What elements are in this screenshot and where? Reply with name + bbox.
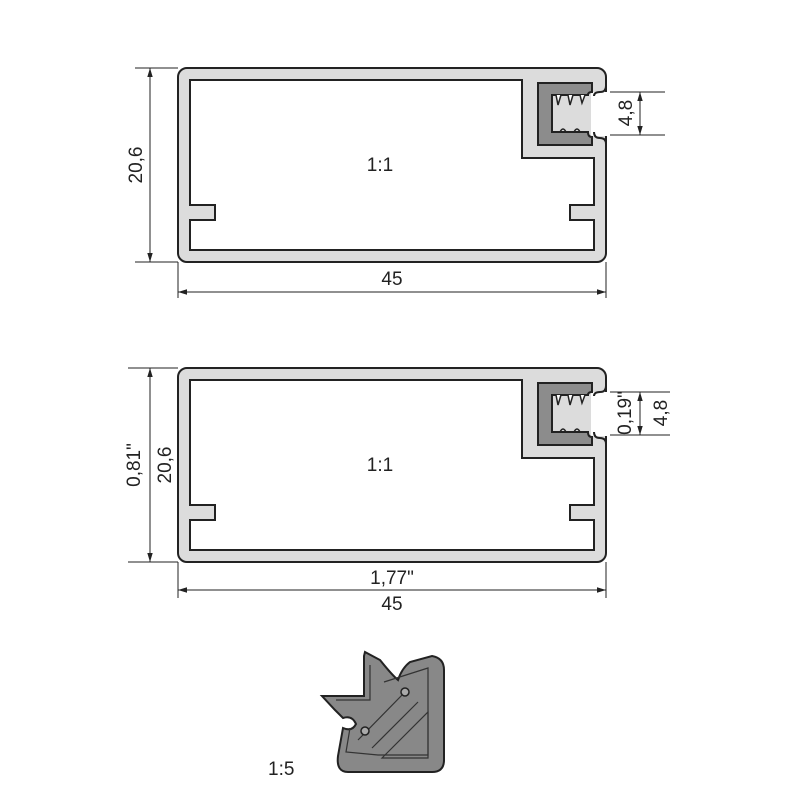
width-dim-mm: 45 bbox=[381, 594, 402, 615]
screw-hole-icon bbox=[400, 687, 410, 697]
slot-dim-mm: 4,8 bbox=[616, 100, 637, 126]
slot-dim-inch: 0,19" bbox=[615, 391, 636, 435]
profile-drawing-1: 20,6 45 4,8 1:1 bbox=[126, 67, 665, 298]
corner-scale-label: 1:5 bbox=[268, 759, 294, 780]
width-dim-mm: 45 bbox=[381, 269, 402, 290]
height-dim-inch: 0,81" bbox=[124, 443, 145, 487]
profile-drawing-2: 0,81" 20,6 1,77" 45 0,19" 4,8 1:1 bbox=[124, 367, 672, 615]
height-dim-mm: 20,6 bbox=[126, 147, 147, 184]
slot-dim-mm: 4,8 bbox=[651, 400, 672, 426]
scale-label: 1:1 bbox=[367, 455, 393, 476]
corner-connector-drawing: 1:5 bbox=[268, 650, 445, 780]
width-dim-inch: 1,77" bbox=[370, 568, 414, 589]
height-dim-mm: 20,6 bbox=[155, 447, 176, 484]
scale-label: 1:1 bbox=[367, 155, 393, 176]
screw-hole-icon bbox=[360, 726, 370, 736]
